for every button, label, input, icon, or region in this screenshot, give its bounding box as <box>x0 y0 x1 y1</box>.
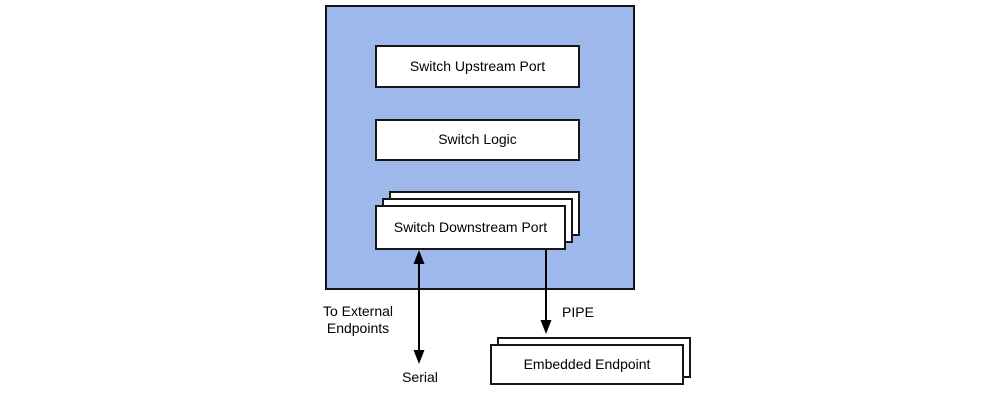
serial-label: Serial <box>402 369 438 385</box>
pipe-arrowhead-down <box>540 320 552 334</box>
switch-downstream-port-box: Switch Downstream Port <box>375 205 566 250</box>
switch-logic-box: Switch Logic <box>375 119 580 161</box>
to-external-endpoints-label: To External Endpoints <box>322 303 394 336</box>
switch-upstream-port-box: Switch Upstream Port <box>375 45 580 88</box>
embedded-endpoint-box: Embedded Endpoint <box>490 344 684 385</box>
serial-arrowhead-down <box>413 350 425 364</box>
pipe-label: PIPE <box>562 304 594 320</box>
